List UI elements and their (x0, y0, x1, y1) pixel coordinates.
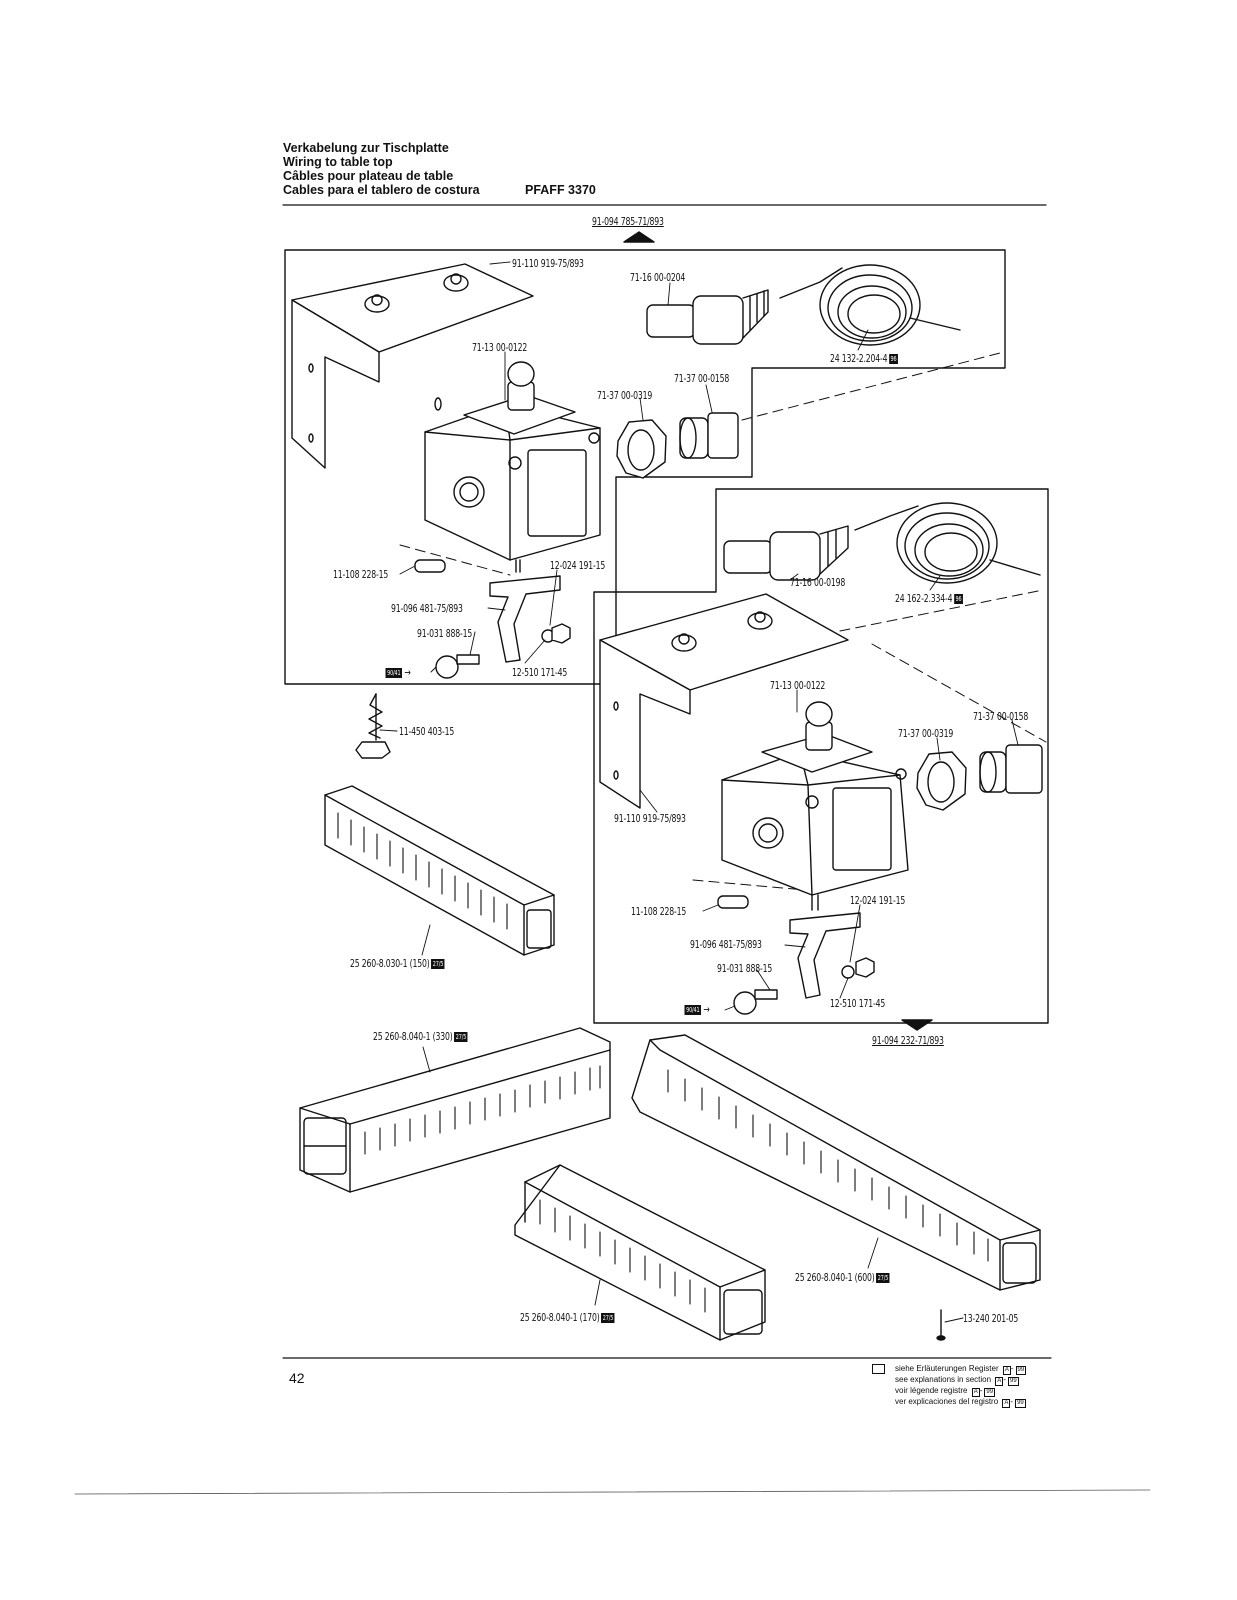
pin (936, 1309, 946, 1341)
left-small-parts (414, 559, 571, 679)
left-cable-gland (616, 412, 739, 479)
right-gland-label: 71-37 00-0158 (973, 710, 1029, 723)
title-de: Verkabelung zur Tischplatte (283, 141, 449, 155)
right-assembly-frame (593, 488, 1049, 1024)
legend-de: siehe Erläuterungen Register A-99 (895, 1364, 1027, 1375)
right-bracket-label: 91-110 919-75/893 (614, 812, 686, 825)
legend-en: see explanations in section A-99 (895, 1375, 1019, 1386)
left-bracket (291, 263, 534, 469)
right-bracket (599, 593, 849, 809)
left-connector-label: 71-16 00-0204 (630, 271, 686, 284)
page-number: 42 (289, 1370, 305, 1386)
left-ball-label: 91-031 888-15 (417, 627, 473, 640)
duct-150-label: 25 260-8.030-1 (150)27/5 (350, 957, 445, 970)
title-es: Cables para el tablero de costura (283, 183, 480, 197)
left-washer-label: 12-510 171-45 (512, 666, 568, 679)
right-washer-label: 12-510 171-45 (830, 997, 886, 1010)
left-assembly-frame (284, 249, 1006, 685)
title-fr: Câbles pour plateau de table (283, 169, 454, 183)
right-small-parts (717, 895, 875, 1015)
assembly-ref-bottom: 91-094 232-71/893 (872, 1034, 944, 1047)
left-lever-label: 91-096 481-75/893 (391, 602, 463, 615)
duct-330-label: 25 260-8.040-1 (330)27/5 (373, 1030, 468, 1043)
right-ball-ref: 90/41 → (684, 1003, 710, 1016)
page-header: Verkabelung zur Tischplatte Wiring to ta… (283, 141, 596, 197)
duct-170-label: 25 260-8.040-1 (170)27/5 (520, 1311, 615, 1324)
right-connector (723, 525, 849, 581)
title-en: Wiring to table top (283, 155, 393, 169)
right-screw-label: 11-108 228-15 (631, 905, 687, 918)
left-switch-label: 71-13 00-0122 (472, 341, 528, 354)
legend-box-icon (872, 1364, 885, 1374)
right-limit-switch (721, 701, 909, 911)
right-connector-label: 71-16 00-0198 (790, 576, 846, 589)
right-cable-coil (854, 502, 1041, 584)
right-cable-gland (916, 744, 1043, 811)
left-limit-switch (424, 361, 601, 573)
wood-screw (355, 693, 391, 759)
left-screw-label: 11-108 228-15 (333, 568, 389, 581)
left-bracket-label: 91-110 919-75/893 (512, 257, 584, 270)
model-name: PFAFF 3370 (525, 183, 596, 197)
right-nut-label: 71-37 00-0319 (898, 727, 954, 740)
right-washer-nut-label: 12-024 191-15 (850, 894, 906, 907)
right-lever-label: 91-096 481-75/893 (690, 938, 762, 951)
assembly-ref-top: 91-094 785-71/893 (592, 215, 664, 228)
left-cable-coil (779, 264, 961, 346)
duct-330 (299, 1027, 611, 1193)
legend: siehe Erläuterungen Register A-99 see ex… (872, 1364, 1027, 1408)
duct-600-label: 25 260-8.040-1 (600)27/5 (795, 1271, 890, 1284)
pin-label: 13-240 201-05 (963, 1312, 1019, 1325)
left-washer-nut-label: 12-024 191-15 (550, 559, 606, 572)
left-nut-label: 71-37 00-0319 (597, 389, 653, 402)
right-switch-label: 71-13 00-0122 (770, 679, 826, 692)
right-ball-label: 91-031 888-15 (717, 962, 773, 975)
duct-150 (324, 785, 555, 956)
duct-600 (631, 1034, 1041, 1291)
left-ball-ref: 90/41 → (385, 666, 411, 679)
legend-fr: voir légende registre A-99 (895, 1386, 996, 1397)
wood-screw-label: 11-450 403-15 (399, 725, 455, 738)
left-gland-label: 71-37 00-0158 (674, 372, 730, 385)
legend-es: ver explicaciones del registro A-99 (895, 1397, 1026, 1408)
left-connector (646, 289, 769, 345)
duct-170 (514, 1164, 766, 1341)
